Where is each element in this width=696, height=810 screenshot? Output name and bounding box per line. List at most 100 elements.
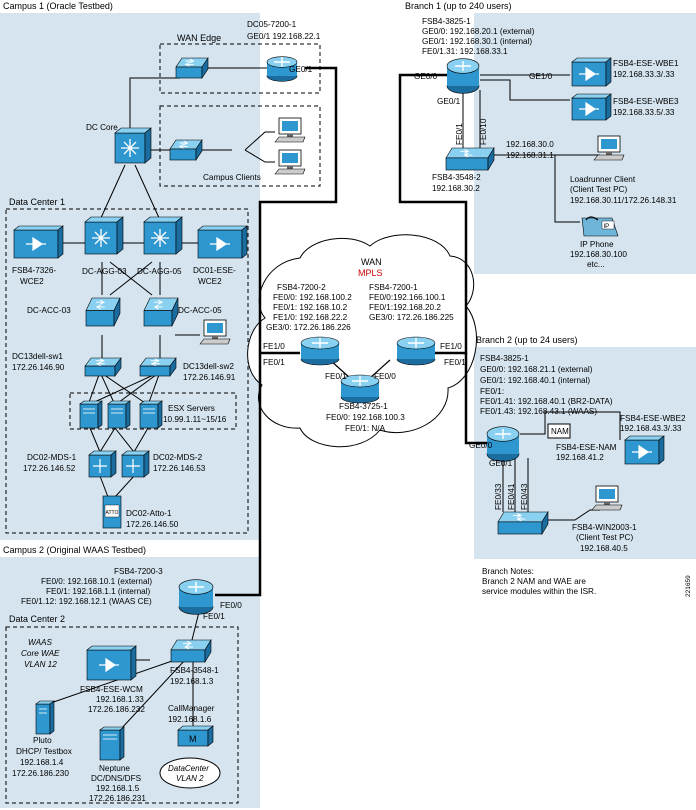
- r7200-3-name: FSB4-7200-3: [114, 567, 163, 576]
- phone-etc: etc...: [587, 260, 605, 269]
- esx-server: [107, 400, 131, 429]
- b2-router-name: FSB4-3825-1: [480, 354, 529, 363]
- dc-acc-03-switch: [85, 297, 121, 327]
- waas-note-2: Core WAE: [21, 649, 60, 658]
- b1-ge10: GE1/0: [529, 72, 553, 81]
- pluto-name: Pluto: [33, 736, 52, 745]
- ip-phone-glyph: IP: [604, 224, 610, 230]
- campus-client-pc: [274, 117, 306, 143]
- link: [133, 427, 149, 453]
- branch2-title: Branch 2 (up to 24 users): [476, 335, 578, 345]
- win2003-ip: 192.168.40.5: [580, 544, 628, 553]
- r7200-2-fe01: FE0/1: 192.168.10.2: [273, 303, 348, 312]
- fe01-left: FE0/1: [263, 358, 285, 367]
- campus2-title: Campus 2 (Original WAAS Testbed): [3, 545, 146, 555]
- link: [129, 77, 180, 150]
- r7200-3-fe112: FE0/1.12: 192.168.12.1 (WAAS CE): [21, 597, 152, 606]
- neptune-role: DC/DNS/DFS: [91, 774, 142, 783]
- branch1-title: Branch 1 (up to 240 users): [405, 1, 512, 11]
- link-campus1-wan: [258, 66, 338, 355]
- b1-ge00: GE0/0: [414, 72, 438, 81]
- mds2-label: DC02-MDS-2: [153, 453, 203, 462]
- sw2-ip: 172.26.146.91: [183, 373, 236, 382]
- dc-agg-03-label: DC-AGG-03: [82, 267, 127, 276]
- dc05-7200-router: [266, 56, 298, 82]
- nam-box-label: NAM: [551, 427, 569, 436]
- fe10-left: FE1/0: [263, 342, 285, 351]
- labels: Campus 1 (Oracle Testbed) WAN Edge DC05-…: [3, 1, 692, 803]
- wcm-ip2: 172.26.186.232: [88, 705, 145, 714]
- c2-switch-name: FSB4-3548-1: [170, 666, 219, 675]
- mds1-label: DC02-MDS-1: [27, 453, 77, 462]
- wbe1-ip: 192.168.33.3/.33: [613, 70, 675, 79]
- neptune-ip1: 192.168.1.5: [96, 784, 140, 793]
- b2-3825-router: [486, 426, 520, 462]
- r7200-3-fe00: FE0/0: 192.168.10.1 (external): [41, 577, 152, 586]
- nam-name: FSB4-ESE-NAM: [556, 443, 617, 452]
- wbe3-name: FSB4-ESE-WBE3: [613, 97, 679, 106]
- link: [87, 371, 161, 406]
- link: [109, 261, 153, 296]
- link: [87, 371, 101, 406]
- b1-wbe3-wae: [571, 93, 612, 121]
- branch-notes-title: Branch Notes:: [482, 567, 534, 576]
- b2-router-ge00: GE0/0: 192.168.21.1 (external): [480, 365, 593, 374]
- esx-server: [139, 400, 163, 429]
- b1-router-fe: FE0/1.31: 192.168.33.1: [422, 47, 508, 56]
- link: [114, 371, 161, 406]
- r7200-2-fe00: FE0/0: 192.168.100.2: [273, 293, 352, 302]
- mpls-label: MPLS: [358, 268, 383, 278]
- b2-fe033: FE0/33: [494, 483, 503, 510]
- data-center2-box: [5, 626, 239, 804]
- campus-client-pc: [274, 149, 306, 175]
- campus1-title: Campus 1 (Oracle Testbed): [3, 1, 113, 11]
- neptune-ip2: 172.26.186.231: [89, 794, 146, 803]
- b1-wbe1-wae: [571, 57, 612, 87]
- b2-router-fe01: FE0/1:: [480, 387, 504, 396]
- fe10-right: FE1/0: [440, 342, 462, 351]
- loadrunner-ip: 192.168.30.11/172.26.148.31: [570, 196, 677, 205]
- link: [480, 79, 570, 101]
- dc-vlan-2: VLAN 2: [176, 774, 204, 783]
- fe01-right: FE0/1: [444, 358, 466, 367]
- nam-box: [547, 423, 571, 439]
- link-branch1-wan: [398, 73, 468, 355]
- b2-router-fe41: FE0/1.41: 192.168.40.1 (BR2-DATA): [480, 397, 613, 406]
- campus-clients-box: [159, 105, 321, 187]
- fsb4-3548-1-switch: [170, 638, 212, 664]
- b1-router-ge01: GE0/1: 192.168.30.1 (internal): [422, 37, 532, 46]
- pluto-ip2: 172.26.186.230: [12, 769, 69, 778]
- dc-core-label: DC Core: [86, 123, 118, 132]
- b1-ge01: GE0/1: [437, 97, 461, 106]
- r3725-name: FSB4-3725-1: [339, 402, 388, 411]
- mds1-switch: [88, 450, 117, 478]
- branch-notes-1: Branch 2 NAM and WAE are: [482, 577, 586, 586]
- fsb4-7200-1-router: [396, 336, 436, 366]
- win2003-pc: [591, 485, 623, 511]
- b2-ge01: GE0/1: [489, 459, 513, 468]
- esx-server: [79, 400, 103, 429]
- callmanager-ip: 192.168.1.6: [168, 715, 212, 724]
- atto-label: ATTO: [106, 510, 119, 516]
- dc01-ese-label2: WCE2: [198, 277, 222, 286]
- atto-ip: 172.26.146.50: [126, 520, 179, 529]
- wan-title: WAN: [361, 257, 382, 267]
- link: [134, 164, 161, 221]
- figure-id: 221659: [685, 575, 692, 597]
- pluto-server: [35, 700, 55, 735]
- wan-edge-switch: [175, 57, 209, 79]
- loadrunner-pc: [593, 135, 625, 161]
- wcm-ip1: 192.168.1.33: [96, 695, 144, 704]
- b1-subnet-2: 192.168.31.1: [506, 151, 554, 160]
- campus1-links: [60, 67, 275, 498]
- mds2-switch: [121, 450, 150, 478]
- link: [114, 427, 135, 453]
- fsb4-3725-1-router: [340, 374, 380, 404]
- dc-vlan-1: DataCenter: [168, 764, 209, 773]
- dc05-name: DC05-7200-1: [247, 20, 297, 29]
- b1-subnet-1: 192.168.30.0: [506, 140, 554, 149]
- wbe2-ip: 192.168.43.3/.33: [620, 424, 682, 433]
- loadrunner-name: Loadrunner Client: [570, 175, 636, 184]
- data-center1-box: [5, 208, 249, 534]
